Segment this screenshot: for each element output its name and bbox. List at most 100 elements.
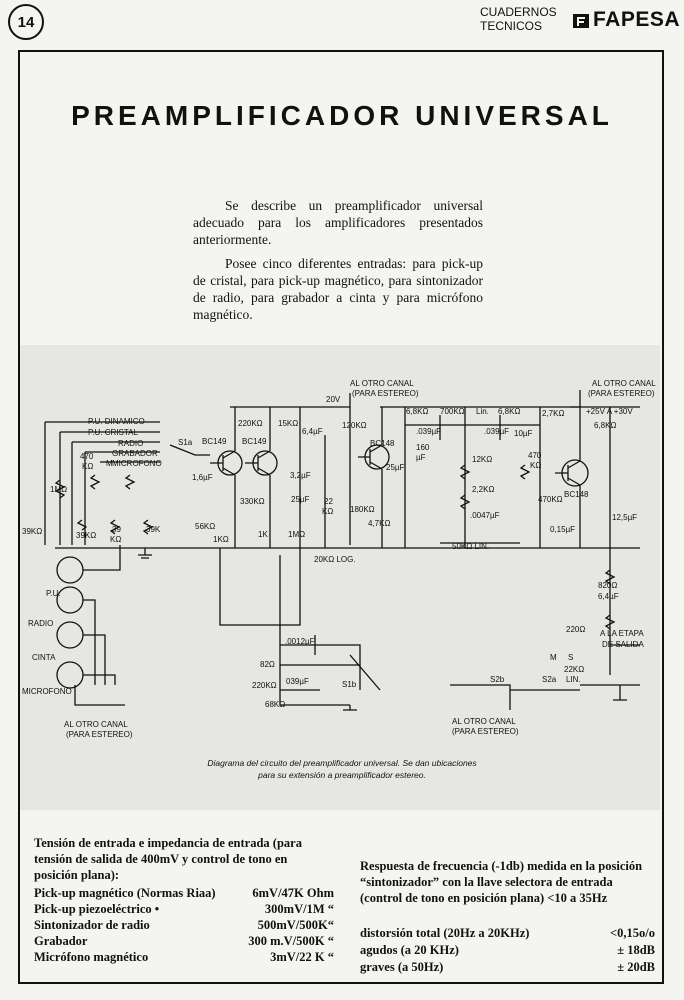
response-row: agudos (a 20 KHz) ± 18dB bbox=[360, 942, 655, 958]
label-bc148: BC148 bbox=[370, 439, 395, 448]
label-c039-a: .039µF bbox=[416, 427, 442, 436]
label-para-estereo-bl: (PARA ESTEREO) bbox=[66, 730, 133, 739]
specs-intro: Tensión de entrada e impedancia de entra… bbox=[34, 836, 302, 882]
label-c16: 1,6µF bbox=[192, 473, 213, 482]
label-m: M bbox=[106, 459, 113, 468]
spec-row: Pick-up piezoeléctrico •300mV/1M “ bbox=[34, 901, 334, 917]
page-frame bbox=[18, 50, 664, 984]
label-bc148b: BC148 bbox=[564, 490, 589, 499]
spec-row: Micrófono magnético 3mV/22 K “ bbox=[34, 949, 334, 965]
label-r1k-b: 1K bbox=[258, 530, 268, 539]
spec-value: 3mV/22 K “ bbox=[270, 950, 334, 964]
label-r220: 220Ω bbox=[566, 625, 586, 634]
spec-name: Pick-up piezoeléctrico • bbox=[34, 902, 160, 916]
label-pu-cristal: P.U. CRISTAL bbox=[88, 428, 138, 437]
label-r15k: 15KΩ bbox=[278, 419, 299, 428]
label-lin: Lin. bbox=[476, 407, 489, 416]
label-r82: 82Ω bbox=[260, 660, 275, 669]
label-c25a: 25µF bbox=[291, 495, 310, 504]
label-c160-unit: µF bbox=[416, 453, 426, 462]
label-r27k: 2,7KΩ bbox=[542, 409, 565, 418]
series-line-1: CUADERNOS bbox=[480, 5, 557, 19]
label-r180k: 180KΩ bbox=[350, 505, 375, 514]
label-r120k: 120KΩ bbox=[342, 421, 367, 430]
label-r22k: 2,2KΩ bbox=[472, 485, 495, 494]
response-name: agudos (a 20 KHz) bbox=[360, 943, 459, 957]
label-grabador-in: GRABADOR bbox=[112, 449, 158, 458]
spec-value: 300 m.V/500K “ bbox=[248, 934, 334, 948]
label-c125: 12,5µF bbox=[612, 513, 638, 522]
intro-paragraph-2: Posee cinco diferentes entradas: para pi… bbox=[193, 256, 483, 322]
label-para-estereo-bm: (PARA ESTEREO) bbox=[452, 727, 519, 736]
label-r220k-b: 220KΩ bbox=[252, 681, 277, 690]
label-r68k-b: 6,8KΩ bbox=[498, 407, 521, 416]
label-s2: S bbox=[568, 653, 574, 662]
label-c0012: .0012µF bbox=[285, 637, 315, 646]
label-otro-canal-top: AL OTRO CANAL bbox=[350, 379, 414, 388]
response-name: graves (a 50Hz) bbox=[360, 960, 444, 974]
label-c64: 6,4µF bbox=[302, 427, 323, 436]
label-r1k-a: 1KΩ bbox=[213, 535, 229, 544]
caption-line-1: Diagrama del circuito del preamplificado… bbox=[207, 758, 477, 768]
label-r39k-c-unit: KΩ bbox=[110, 535, 122, 544]
label-r68k-c: 6,8KΩ bbox=[594, 421, 617, 430]
response-heading: Respuesta de frecuencia (-1db) medida en… bbox=[360, 858, 655, 906]
label-etapa-2: DE SALIDA bbox=[602, 640, 644, 649]
response-value: <0,15o/o bbox=[610, 926, 655, 940]
label-radio: RADIO bbox=[28, 619, 54, 628]
series-name: CUADERNOS TECNICOS bbox=[480, 5, 557, 33]
label-r39k-c: 39 bbox=[112, 525, 121, 534]
label-cinta: CINTA bbox=[32, 653, 56, 662]
label-s2b: S2b bbox=[490, 675, 505, 684]
label-pu: P.U. bbox=[46, 589, 61, 598]
label-r56k: 56KΩ bbox=[195, 522, 216, 531]
label-r470b-unit: KΩ bbox=[530, 461, 542, 470]
label-r470b: 470 bbox=[528, 451, 542, 460]
response-row: distorsión total (20Hz a 20KHz) <0,15o/o bbox=[360, 925, 655, 941]
response-heading-value: <10 a 35Hz bbox=[547, 891, 608, 905]
circuit-drawing bbox=[44, 390, 640, 711]
article-intro: Se describe un preamplificador universal… bbox=[193, 197, 483, 330]
label-microfono: MICROFONO bbox=[22, 687, 72, 696]
response-value: ± 20dB bbox=[617, 960, 655, 974]
label-para-estereo-top: (PARA ESTEREO) bbox=[352, 389, 419, 398]
label-c160: 160 bbox=[416, 443, 430, 452]
label-r700k: 700KΩ bbox=[440, 407, 465, 416]
label-r820: 820Ω bbox=[598, 581, 618, 590]
label-r39k-d: 39K bbox=[146, 525, 161, 534]
label-s1a: S1a bbox=[178, 438, 193, 447]
spec-name: Micrófono magnético bbox=[34, 950, 149, 964]
spec-value: 6mV/47K Ohm bbox=[252, 886, 334, 900]
diagram-caption: Diagrama del circuito del preamplificado… bbox=[0, 757, 684, 781]
label-c22-unit: KΩ bbox=[322, 507, 334, 516]
response-name: distorsión total (20Hz a 20KHz) bbox=[360, 926, 530, 940]
brand-name: FAPESA bbox=[593, 8, 681, 31]
label-r47k: 4,7KΩ bbox=[368, 519, 391, 528]
spec-value: 500mV/500K“ bbox=[257, 918, 334, 932]
label-v25-30: +25V A +30V bbox=[586, 407, 633, 416]
label-c25b: 25µF bbox=[386, 463, 405, 472]
label-r50k-lin: 50KΩ LIN. bbox=[452, 542, 490, 551]
response-specs: Respuesta de frecuencia (-1db) medida en… bbox=[360, 858, 655, 975]
label-pu-dinamico: P.U. DINAMICO bbox=[88, 417, 145, 426]
article-title: PREAMPLIFICADOR UNIVERSAL bbox=[71, 100, 613, 131]
intro-paragraph-1: Se describe un preamplificador universal… bbox=[193, 198, 483, 247]
input-specs: Tensión de entrada e impedancia de entra… bbox=[34, 835, 334, 965]
label-r68k: 6,8KΩ bbox=[406, 407, 429, 416]
label-m2: M bbox=[550, 653, 557, 662]
label-etapa-1: A LA ETAPA bbox=[600, 629, 644, 638]
page-number: 14 bbox=[8, 4, 44, 40]
label-microfono-in: MICROFONO bbox=[112, 459, 162, 468]
caption-line-2: para su extensión a preamplificador este… bbox=[258, 770, 426, 780]
label-r20k-log: 20KΩ LOG. bbox=[314, 555, 356, 564]
label-c10: 10µF bbox=[514, 429, 533, 438]
label-bc149-2: BC149 bbox=[242, 437, 267, 446]
label-radio-in: RADIO bbox=[118, 439, 144, 448]
label-c039-c: 039µF bbox=[286, 677, 309, 686]
response-row: graves (a 50Hz) ± 20dB bbox=[360, 959, 655, 975]
label-s2a: S2a bbox=[542, 675, 557, 684]
response-value: ± 18dB bbox=[617, 943, 655, 957]
brand-mark-icon bbox=[573, 14, 589, 28]
